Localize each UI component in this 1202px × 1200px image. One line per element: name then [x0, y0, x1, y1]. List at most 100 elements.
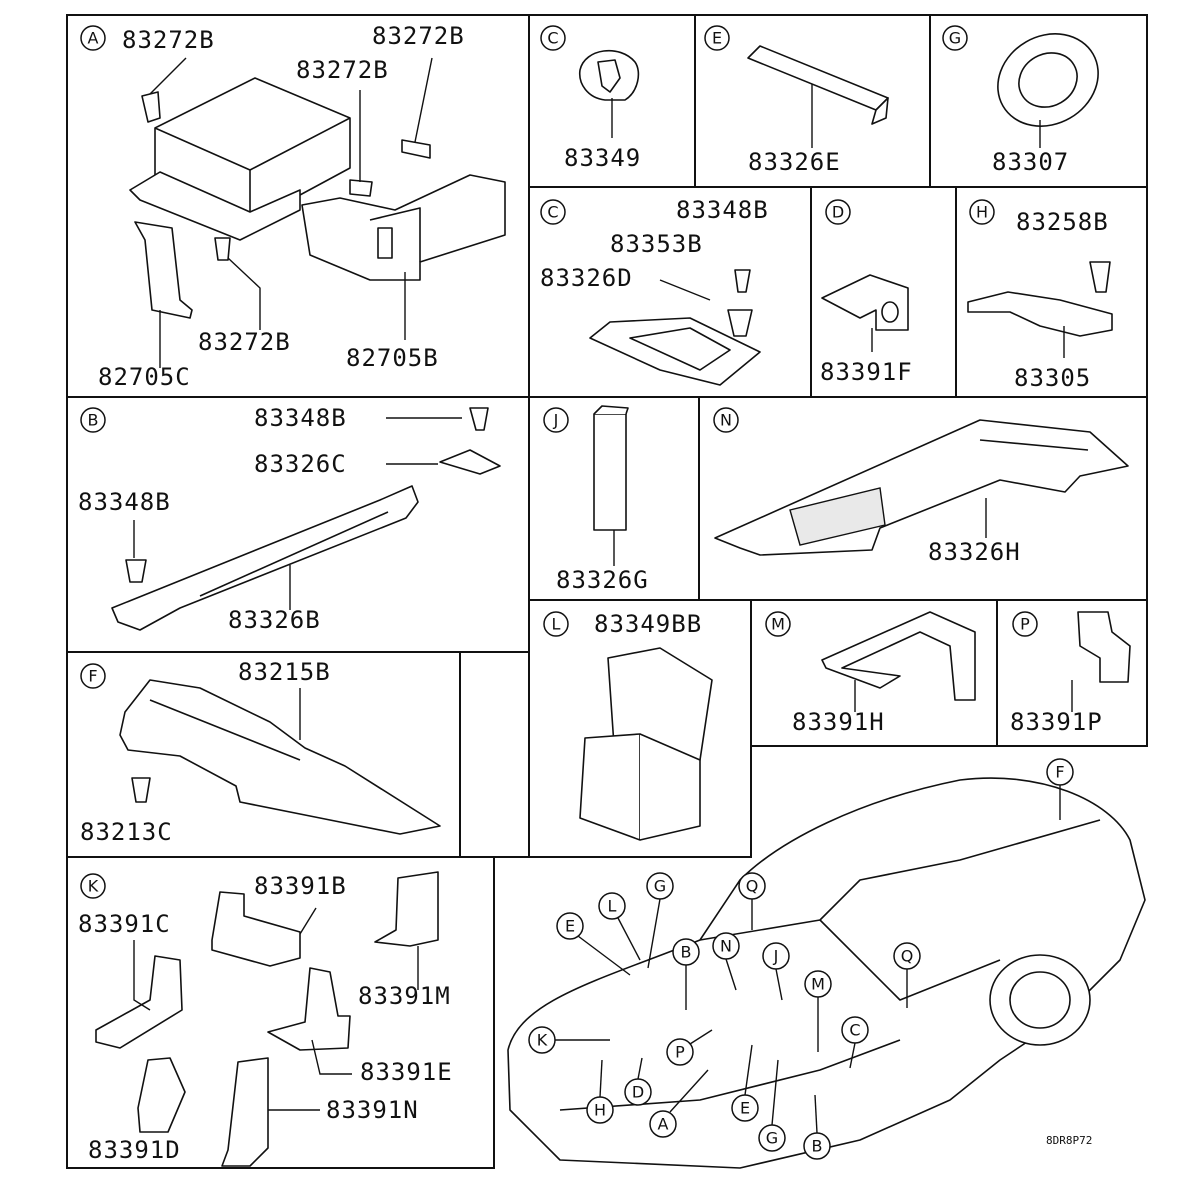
part-label-83391b: 83391B: [254, 872, 347, 900]
callout-e-bottom: E: [731, 1094, 759, 1122]
callout-q-side: Q: [893, 942, 921, 970]
svg-text:F: F: [88, 667, 97, 686]
section-a: A 83272B 83272B 83272B 83272B 82705C 827…: [80, 22, 506, 391]
section-badge-h: H: [969, 199, 995, 225]
svg-text:E: E: [712, 29, 722, 48]
section-badge-c-top: C: [540, 25, 566, 51]
svg-text:P: P: [675, 1043, 685, 1062]
part-label-83326c: 83326C: [254, 450, 347, 478]
section-c-top: C 83349: [540, 25, 641, 172]
part-label-83326h: 83326H: [928, 538, 1021, 566]
section-badge-l: L: [543, 611, 569, 637]
section-badge-c-mid: C: [540, 199, 566, 225]
part-label-83305: 83305: [1014, 364, 1091, 392]
svg-text:K: K: [88, 877, 99, 896]
section-badge-f: F: [80, 663, 106, 689]
section-badge-m: M: [765, 611, 791, 637]
part-label-83348b-2: 83348B: [78, 488, 171, 516]
svg-text:D: D: [832, 203, 844, 222]
part-label-83391e: 83391E: [360, 1058, 453, 1086]
part-label-83391p: 83391P: [1010, 708, 1103, 736]
section-c-mid: C 83348B 83353B 83326D: [540, 196, 769, 386]
section-h: H 83258B 83305: [967, 199, 1113, 392]
section-b: B 83348B 83326C 83348B 83326B: [78, 404, 501, 634]
callout-f: F: [1046, 758, 1074, 786]
part-label-83258b: 83258B: [1016, 208, 1109, 236]
svg-text:H: H: [976, 203, 988, 222]
svg-text:B: B: [681, 943, 692, 962]
svg-text:E: E: [740, 1099, 750, 1118]
part-label-83391h: 83391H: [792, 708, 885, 736]
section-g: G 83307: [942, 25, 1099, 176]
section-j: J 83326G: [543, 405, 649, 594]
svg-text:F: F: [1055, 763, 1064, 782]
callout-m: M: [804, 970, 832, 998]
svg-text:G: G: [949, 29, 961, 48]
svg-text:L: L: [608, 897, 617, 916]
svg-text:E: E: [565, 917, 575, 936]
part-label-83348b: 83348B: [676, 196, 769, 224]
part-label-82705c: 82705C: [98, 363, 191, 391]
part-label-83391f: 83391F: [820, 358, 913, 386]
section-badge-j: J: [543, 407, 569, 433]
callout-g-bottom: G: [758, 1124, 786, 1152]
callout-b-top: B: [672, 938, 700, 966]
svg-text:B: B: [812, 1137, 823, 1156]
svg-text:C: C: [849, 1021, 860, 1040]
svg-text:G: G: [766, 1129, 778, 1148]
svg-text:A: A: [88, 29, 99, 48]
part-label-83307: 83307: [992, 148, 1069, 176]
section-badge-p: P: [1012, 611, 1038, 637]
part-label-83349bb: 83349BB: [594, 610, 702, 638]
section-l: L 83349BB: [543, 610, 713, 841]
svg-text:P: P: [1020, 615, 1030, 634]
callout-q-top: Q: [738, 872, 766, 900]
svg-text:J: J: [773, 947, 779, 966]
part-label-83349: 83349: [564, 144, 641, 172]
svg-text:M: M: [771, 615, 785, 634]
part-label-83272b-4: 83272B: [198, 328, 291, 356]
callout-d: D: [624, 1078, 652, 1106]
svg-text:G: G: [654, 877, 666, 896]
part-label-83326g: 83326G: [556, 566, 649, 594]
svg-text:B: B: [88, 411, 99, 430]
part-label-83213c: 83213C: [80, 818, 173, 846]
panel-grid: [66, 14, 1148, 1169]
svg-text:N: N: [720, 937, 732, 956]
callout-l: L: [598, 892, 626, 920]
section-n: N 83326H: [713, 407, 1129, 566]
section-d: D 83391F: [820, 199, 913, 386]
part-label-83391n: 83391N: [326, 1096, 419, 1124]
part-label-83391c: 83391C: [78, 910, 171, 938]
svg-text:K: K: [537, 1031, 548, 1050]
svg-text:C: C: [547, 29, 558, 48]
callout-p: P: [666, 1038, 694, 1066]
section-badge-n: N: [713, 407, 739, 433]
section-f: F 83215B 83213C: [80, 658, 441, 846]
part-label-83326d: 83326D: [540, 264, 633, 292]
svg-text:A: A: [658, 1115, 669, 1134]
part-label-83391m: 83391M: [358, 982, 451, 1010]
part-label-83353b: 83353B: [610, 230, 703, 258]
svg-text:D: D: [632, 1083, 644, 1102]
svg-text:Q: Q: [901, 947, 914, 966]
section-badge-e: E: [704, 25, 730, 51]
svg-text:N: N: [720, 411, 732, 430]
part-label-83272b-1: 83272B: [122, 26, 215, 54]
section-p: P 83391P: [1010, 611, 1131, 736]
section-badge-k: K: [80, 873, 106, 899]
callout-c: C: [841, 1016, 869, 1044]
svg-text:M: M: [811, 975, 825, 994]
reference-code: 8DR8P72: [1046, 1134, 1092, 1147]
section-e: E 83326E: [704, 25, 889, 176]
svg-text:J: J: [553, 411, 559, 430]
callout-b-bottom: B: [803, 1132, 831, 1160]
section-badge-d: D: [825, 199, 851, 225]
vehicle-callouts: F G Q E L B N J Q M K C P D H A E G B: [528, 758, 1074, 1160]
part-label-83326e: 83326E: [748, 148, 841, 176]
part-label-83215b: 83215B: [238, 658, 331, 686]
part-label-83272b-2: 83272B: [372, 22, 465, 50]
section-badge-a: A: [80, 25, 106, 51]
callout-n: N: [712, 932, 740, 960]
